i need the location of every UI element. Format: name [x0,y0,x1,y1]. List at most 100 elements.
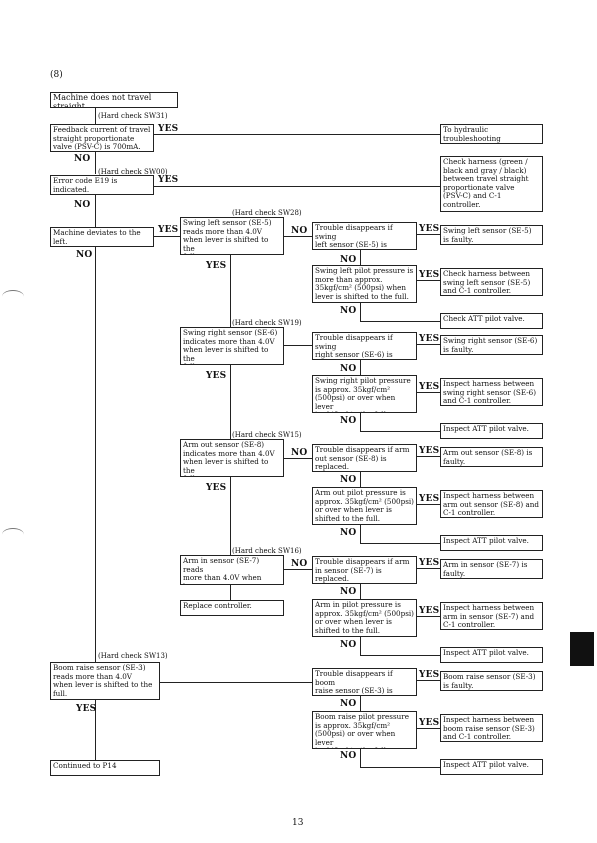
no-label: NO [340,587,357,597]
box-error-code: Error code E19 is indicated. [50,175,154,195]
box-start: Machine does not travel straight. [50,92,178,108]
connector [417,568,440,569]
connector [230,477,231,555]
section-tab [570,632,594,666]
box-swing-left-faulty: Swing left sensor (SE-5) is faulty. [440,225,543,245]
yes-label: YES [76,704,97,714]
connector [230,585,231,600]
connector [360,696,361,711]
connector [95,247,96,662]
hard-check-sw31: (Hard check SW31) [98,112,168,120]
connector [230,255,231,327]
box-trouble-arm-out: Trouble disappears if arm out sensor (SE… [312,444,417,472]
box-inspect-att-4: Inspect ATT pilot valve. [440,759,543,775]
hard-check-sw15: (Hard check SW15) [232,431,302,439]
no-label: NO [291,226,308,236]
connector [360,413,361,431]
page-number: 13 [292,818,304,828]
no-label: NO [76,250,93,260]
connector [95,195,96,227]
connector [230,365,231,439]
connector [417,504,440,505]
box-check-att-1: Check ATT pilot valve. [440,313,543,329]
box-inspect-harness-swing-right: Inspect harness between swing right sens… [440,378,543,406]
connector [417,728,440,729]
no-label: NO [340,640,357,650]
connector [360,749,361,767]
no-label: NO [291,448,308,458]
connector [95,700,96,760]
box-trouble-boom-raise: Trouble disappears if boom raise sensor … [312,668,417,696]
box-trouble-arm-in: Trouble disappears if arm in sensor (SE-… [312,556,417,584]
yes-label: YES [419,334,440,344]
yes-label: YES [419,224,440,234]
box-inspect-att-3: Inspect ATT pilot valve. [440,647,543,663]
no-label: NO [291,559,308,569]
yes-label: YES [158,175,179,185]
connector [284,458,312,459]
yes-label: YES [206,483,227,493]
box-inspect-harness-arm-in: Inspect harness between arm in sensor (S… [440,602,543,630]
no-label: NO [340,416,357,426]
box-arm-in-faulty: Arm in sensor (SE-7) is faulty. [440,559,543,579]
connector [95,152,96,174]
box-deviates-left: Machine deviates to the left. [50,227,154,247]
connector [284,569,312,570]
no-label: NO [340,306,357,316]
hard-check-sw00: (Hard check SW00) [98,168,168,176]
yes-label: YES [206,261,227,271]
hard-check-sw16: (Hard check SW16) [232,547,302,555]
box-inspect-harness-arm-out: Inspect harness between arm out sensor (… [440,490,543,518]
box-check-harness-swing-left: Check harness between swing left sensor … [440,268,543,296]
box-boom-raise-sensor: Boom raise sensor (SE-3) reads more than… [50,662,160,700]
connector [360,525,361,543]
box-check-harness-psv: Check harness (green / black and gray / … [440,156,543,212]
box-arm-out-faulty: Arm out sensor (SE-8) is faulty. [440,447,543,467]
box-boom-raise-pilot: Boom raise pilot pressure is approx. 35k… [312,711,417,749]
hard-check-sw19: (Hard check SW19) [232,319,302,327]
connector [154,134,440,135]
box-inspect-att-2: Inspect ATT pilot valve. [440,535,543,551]
connector [360,431,440,432]
box-swing-right-pilot: Swing right pilot pressure is approx. 35… [312,375,417,413]
connector [360,250,361,265]
connector [360,472,361,487]
yes-label: YES [419,494,440,504]
no-label: NO [340,475,357,485]
box-swing-left-pilot: Swing left pilot pressure is more than a… [312,265,417,303]
hard-check-sw28: (Hard check SW28) [232,209,302,217]
yes-label: YES [419,718,440,728]
box-inspect-harness-boom: Inspect harness between boom raise senso… [440,714,543,742]
yes-label: YES [206,371,227,381]
yes-label: YES [419,382,440,392]
box-trouble-swing-left: Trouble disappears if swing left sensor … [312,222,417,250]
connector [160,682,312,683]
yes-label: YES [158,124,179,134]
box-inspect-att-1: Inspect ATT pilot valve. [440,423,543,439]
hard-check-sw13: (Hard check SW13) [98,652,168,660]
no-label: NO [340,751,357,761]
no-label: NO [74,154,91,164]
box-swing-left-sensor: Swing left sensor (SE-5) reads more than… [180,217,284,255]
box-arm-out-pilot: Arm out pilot pressure is approx. 35kgf/… [312,487,417,525]
connector [284,236,312,237]
connector [417,456,440,457]
box-swing-right-faulty: Swing right sensor (SE-6) is faulty. [440,335,543,355]
yes-label: YES [419,270,440,280]
connector [360,321,440,322]
connector [360,303,361,321]
box-swing-right-sensor: Swing right sensor (SE-6) indicates more… [180,327,284,365]
no-label: NO [340,699,357,709]
connector [95,108,96,124]
yes-label: YES [419,606,440,616]
connector [360,543,440,544]
yes-label: YES [158,225,179,235]
connector [360,637,361,655]
no-label: NO [74,200,91,210]
no-label: NO [340,528,357,538]
box-continued: Continued to P14 [50,760,160,776]
connector [417,234,440,235]
connector [360,584,361,599]
connector [284,345,312,346]
